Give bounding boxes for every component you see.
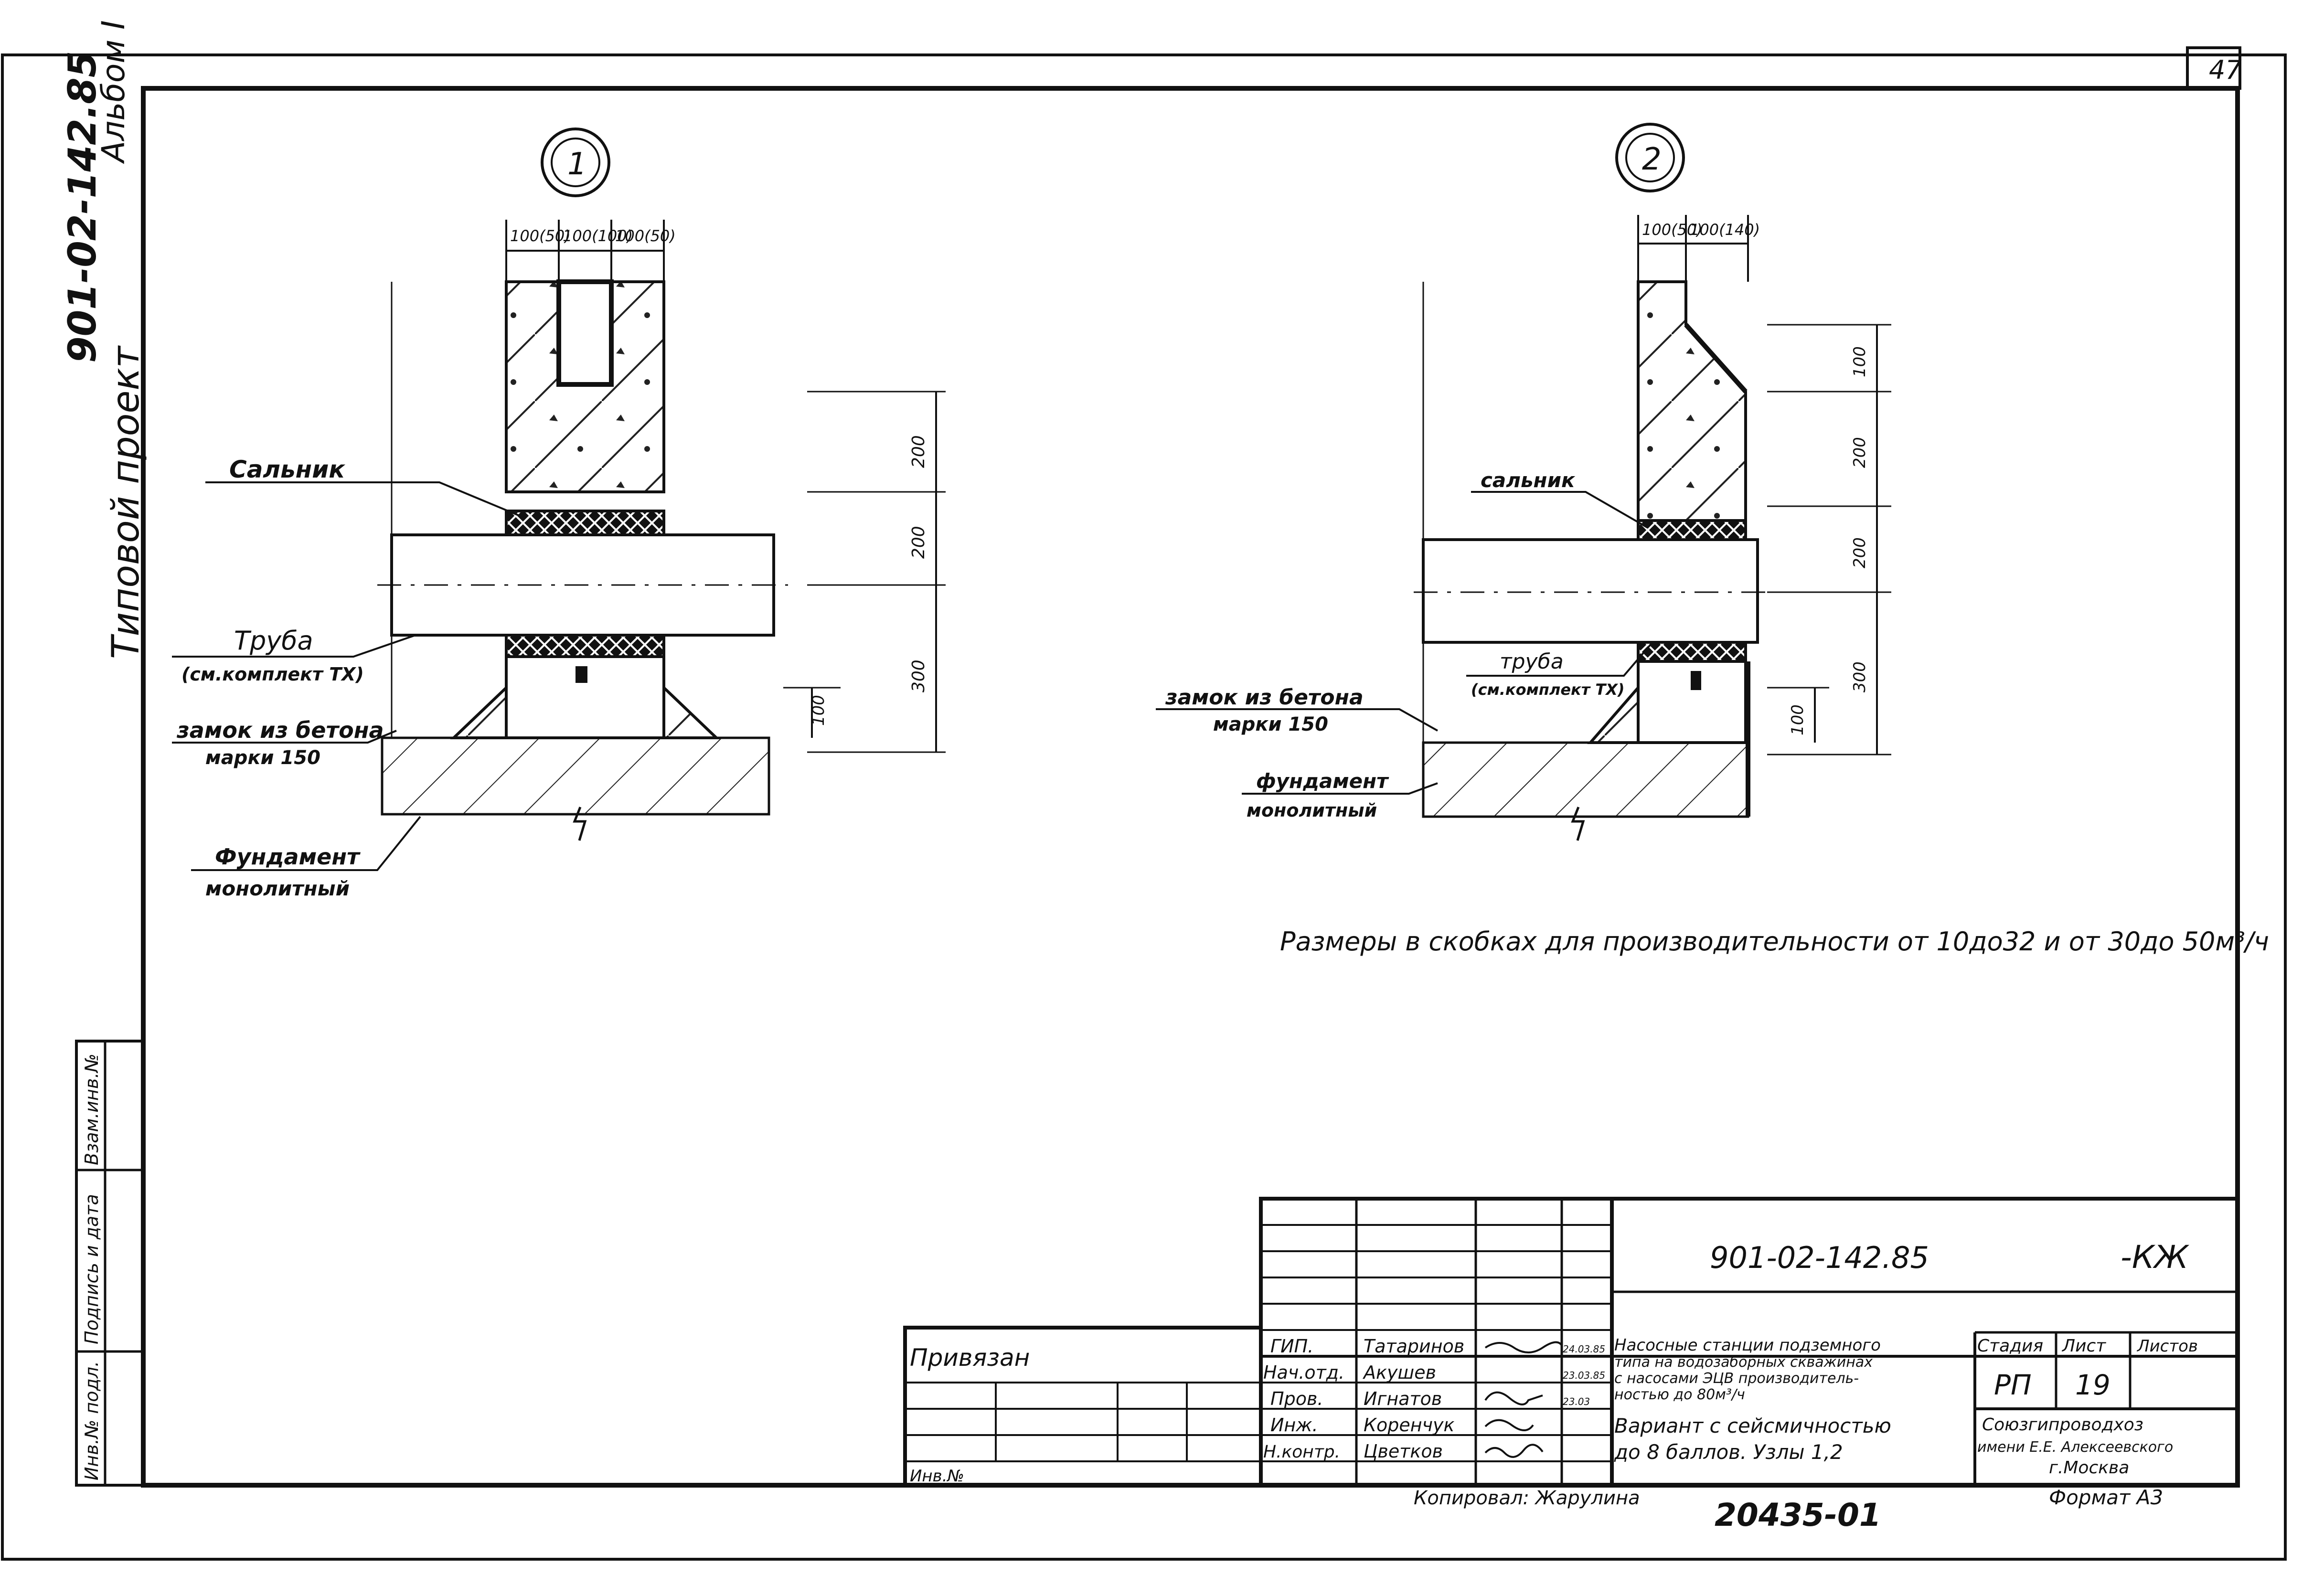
node-2-pipe-label: труба bbox=[1500, 649, 1564, 674]
title-line-3: с насосами ЭЦВ производитель- bbox=[1614, 1370, 1859, 1387]
node-1-gland-label: Сальник bbox=[229, 456, 345, 483]
node-1-dim-top-1: 100(50) bbox=[510, 227, 571, 245]
node-2-gland-label: сальник bbox=[1481, 468, 1576, 492]
node-1-gland-bottom bbox=[505, 634, 665, 658]
org-line-2: имени Е.Е. Алексеевского bbox=[1977, 1439, 2173, 1456]
title-line-4: ностью до 80м³/ч bbox=[1614, 1386, 1745, 1403]
name-3: Игнатов bbox=[1364, 1388, 1442, 1409]
stage-label: Стадия bbox=[1977, 1336, 2043, 1356]
node-1-dim-right-2: 200 bbox=[909, 526, 928, 559]
node-2-dim-right-1: 100 bbox=[1850, 346, 1869, 377]
node-1-wall-slot bbox=[556, 279, 614, 387]
date-1: 24.03.85 bbox=[1563, 1343, 1605, 1355]
node-2-lock-label: замок из бетона bbox=[1165, 685, 1364, 710]
role-3: Пров. bbox=[1270, 1388, 1323, 1409]
inv-no-label: Инв.№ bbox=[910, 1467, 964, 1486]
copied-by: Копировал: Жарулина bbox=[1414, 1487, 1640, 1509]
inv-orig-label: Инв.№ подл. bbox=[81, 1361, 102, 1480]
node-1-pipe-note: (см.комплект ТХ) bbox=[181, 664, 364, 685]
node-2-wall bbox=[1637, 280, 1747, 522]
org-line-3: г.Москва bbox=[2049, 1458, 2129, 1478]
node-1-dim-right-3: 300 bbox=[909, 660, 928, 692]
node-2-gland-bottom bbox=[1637, 641, 1747, 663]
role-2: Нач.отд. bbox=[1263, 1362, 1344, 1383]
sheet-number: 47 bbox=[2209, 55, 2242, 85]
doc-suffix: -КЖ bbox=[2121, 1239, 2190, 1276]
node-2-gland-top bbox=[1637, 519, 1747, 541]
node-2-dim-small: 100 bbox=[1788, 704, 1807, 735]
format-label: Формат А3 bbox=[2049, 1486, 2163, 1509]
node-1-lock-grade: марки 150 bbox=[205, 747, 320, 769]
doc-code: 901-02-142.85 bbox=[1710, 1240, 1929, 1275]
date-3: 23.03 bbox=[1563, 1396, 1590, 1407]
project-code: 901-02-142.85 bbox=[60, 51, 105, 363]
bound-label: Привязан bbox=[910, 1344, 1030, 1372]
variant-line-2: до 8 баллов. Узлы 1,2 bbox=[1614, 1440, 1843, 1464]
signature-4 bbox=[1484, 1419, 1534, 1431]
sheets-label: Листов bbox=[2136, 1337, 2198, 1356]
stage-value: РП bbox=[1994, 1369, 2032, 1401]
node-1-dim-right-1: 200 bbox=[909, 435, 928, 468]
org-line-1: Союзгипроводхоз bbox=[1982, 1415, 2143, 1435]
role-4: Инж. bbox=[1270, 1415, 1318, 1436]
name-5: Цветков bbox=[1364, 1441, 1443, 1462]
node-2: 2 100(50) 100(140) 100 200 200 300 bbox=[1156, 123, 1891, 841]
node-1-circle bbox=[541, 128, 610, 197]
node-1-dim-small: 100 bbox=[809, 695, 828, 726]
node-2-pipe bbox=[1422, 538, 1759, 644]
node-1-foundation-type: монолитный bbox=[205, 877, 350, 900]
name-1: Татаринов bbox=[1364, 1336, 1464, 1357]
role-1: ГИП. bbox=[1270, 1336, 1313, 1357]
replaced-inv-label: Взам.инв.№ bbox=[81, 1053, 102, 1165]
node-2-lock-grade: марки 150 bbox=[1213, 713, 1328, 735]
title-line-1: Насосные станции подземного bbox=[1614, 1336, 1881, 1355]
sheet-number-box bbox=[2186, 46, 2241, 90]
dimensions-note: Размеры в скобках для производительности… bbox=[1280, 926, 2269, 957]
signature-3 bbox=[1484, 1391, 1543, 1405]
signature-5 bbox=[1484, 1444, 1544, 1458]
archive-number: 20435-01 bbox=[1715, 1497, 1881, 1533]
name-2: Акушев bbox=[1362, 1362, 1436, 1383]
variant-line-1: Вариант с сейсмичностью bbox=[1614, 1414, 1891, 1437]
sheet-value: 19 bbox=[2075, 1369, 2110, 1401]
node-2-dim-top-2: 100(140) bbox=[1690, 221, 1760, 239]
node-2-dim-right-3: 200 bbox=[1850, 537, 1869, 568]
signature-date-label: Подпись и дата bbox=[81, 1194, 102, 1344]
node-2-dim-top-1: 100(50) bbox=[1642, 221, 1703, 239]
node-1-foundation-label: Фундамент bbox=[215, 844, 361, 870]
signature-1 bbox=[1484, 1341, 1563, 1353]
title-block: ГИП. Татаринов 24.03.85 Нач.отд. Акушев … bbox=[903, 1197, 2239, 1487]
node-2-pipe-note: (см.комплект ТХ) bbox=[1471, 681, 1625, 699]
title-line-2: типа на водозаборных скважинах bbox=[1614, 1354, 1873, 1371]
node-2-foundation-label: фундамент bbox=[1256, 769, 1389, 793]
node-1-foundation bbox=[381, 736, 770, 816]
node-2-number: 2 bbox=[1642, 142, 1662, 177]
node-1-dim-top-2: 100(100) bbox=[563, 227, 633, 245]
node-1-gland-top bbox=[505, 510, 665, 536]
node-1-number: 1 bbox=[567, 147, 587, 182]
node-2-dim-right-4: 300 bbox=[1850, 661, 1869, 692]
date-2: 23.03.85 bbox=[1563, 1370, 1605, 1381]
album-label: Альбом I bbox=[95, 20, 132, 164]
node-1-pipe-label: Труба bbox=[234, 626, 313, 656]
node-2-foundation bbox=[1422, 741, 1749, 818]
outer-frame bbox=[1, 53, 2287, 1561]
side-stamp: Типовой проект 901-02-142.85 Альбом I bbox=[60, 20, 148, 659]
node-1-dim-top-3: 100(50) bbox=[615, 227, 676, 245]
side-table: Инв.№ подл. Подпись и дата Взам.инв.№ bbox=[75, 1040, 145, 1487]
project-type: Типовой проект bbox=[105, 345, 148, 659]
sheet-label: Лист bbox=[2061, 1336, 2106, 1356]
name-4: Коренчук bbox=[1364, 1415, 1455, 1436]
role-5: Н.контр. bbox=[1263, 1442, 1340, 1462]
node-2-foundation-type: монолитный bbox=[1247, 800, 1377, 821]
node-2-dim-right-2: 200 bbox=[1850, 437, 1869, 468]
node-2-circle bbox=[1615, 123, 1685, 192]
node-1: 1 100(50) 100(100) 100(50) bbox=[172, 128, 946, 900]
node-1-lock-label: замок из бетона bbox=[176, 717, 384, 743]
